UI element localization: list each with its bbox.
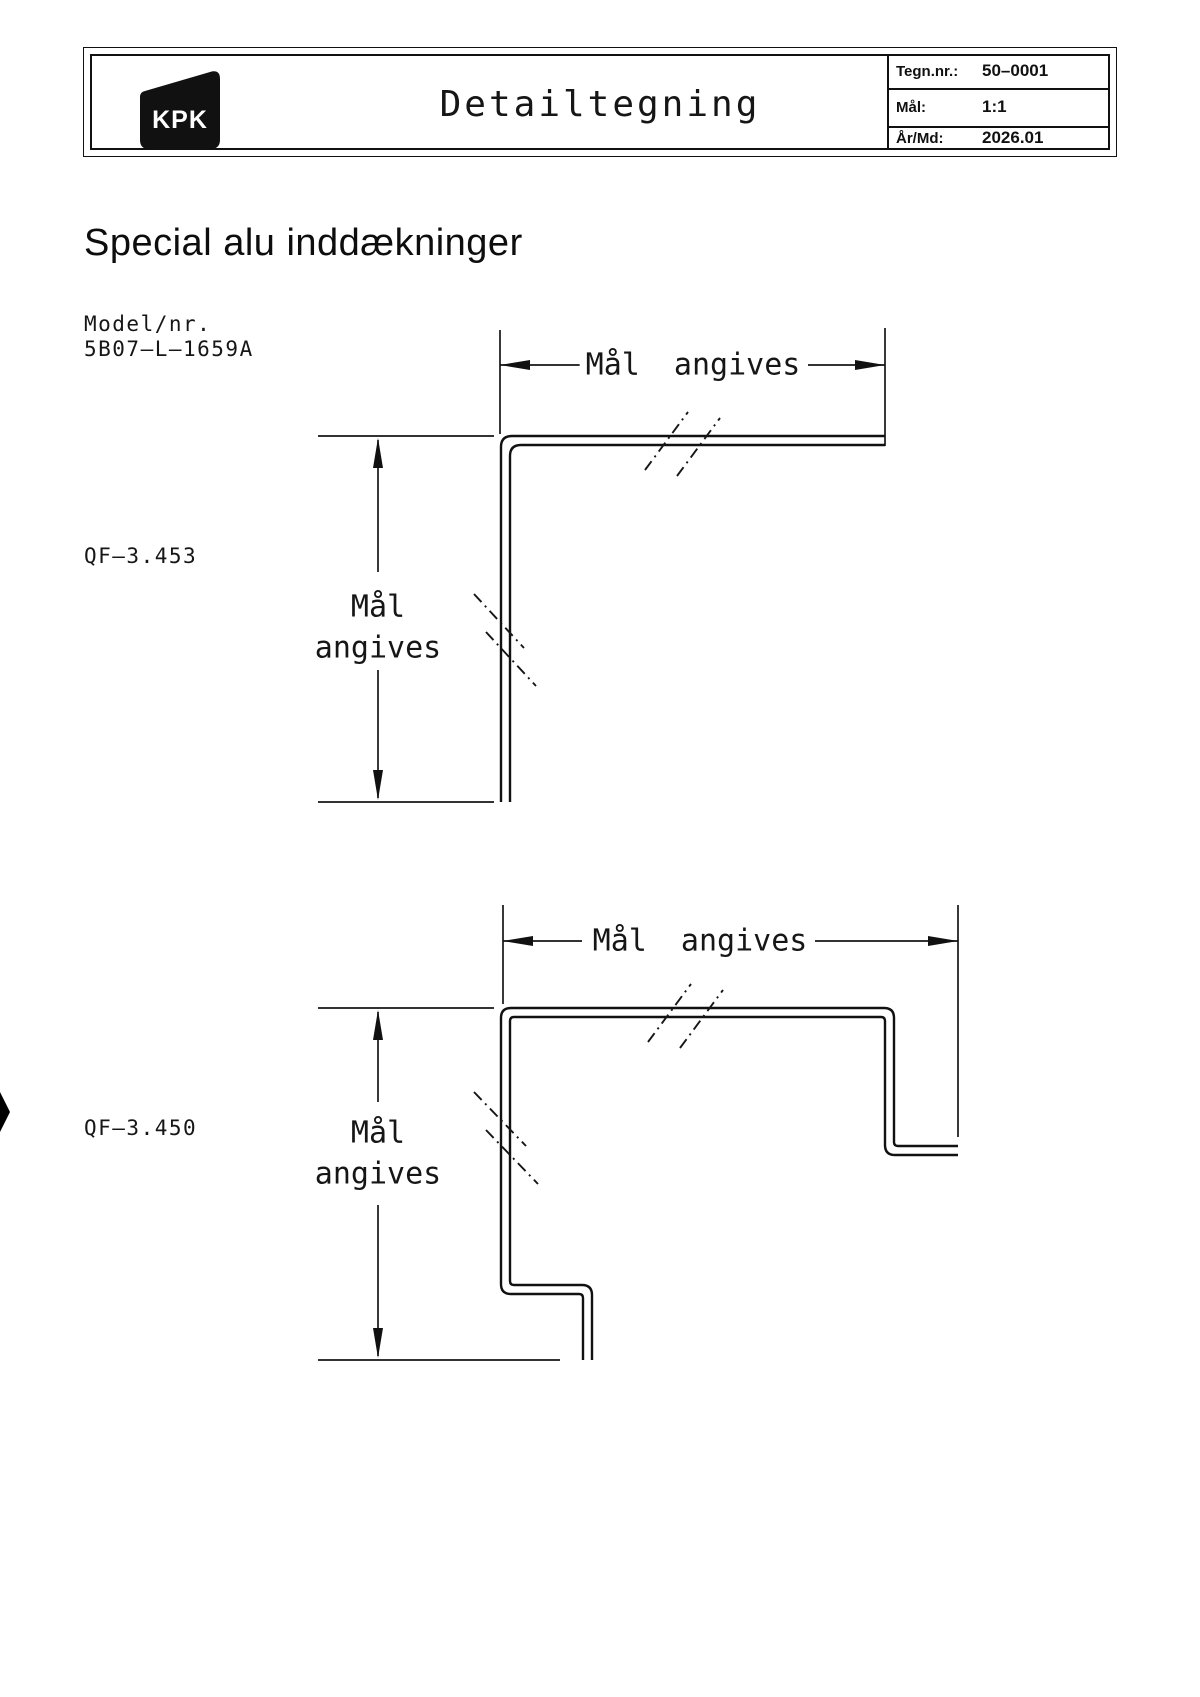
profile-outline [499,1006,958,1360]
date-label: År/Md: [896,129,944,147]
break-mark [676,417,721,477]
titleblock-divider-row1 [887,88,1110,90]
arrowhead-left [500,360,530,370]
document-title: Detailtegning [439,84,761,125]
titleblock-row-date: År/Md: 2026.01 [887,126,1110,150]
scale-value: 1:1 [982,97,1007,116]
arrowhead-up [373,438,383,468]
titleblock-divider-vertical [887,54,889,150]
arrowhead-right [855,360,885,370]
drawing-number-label: Tegn.nr.: [896,62,959,80]
break-mark [644,411,689,471]
profile-outline [499,434,885,802]
height-dimension-label-line1: Mål [344,1115,412,1151]
width-dimension-label: Mål angives [586,923,814,959]
height-dimension-label-line1: Mål [344,589,412,625]
break-mark [679,989,724,1049]
titleblock-divider-row2 [887,126,1110,128]
kpk-logo-text: KPK [152,106,208,134]
width-dimension-label: Mål angives [579,347,807,383]
break-mark [647,983,692,1043]
arrowhead-down [373,770,383,800]
kpk-logo: KPK [140,71,220,149]
page-title: Special alu inddækninger [84,222,523,264]
header-outer-border [83,47,1117,157]
arrowhead-right [928,936,958,946]
height-dimension-label-line2: angives [308,630,448,666]
profile-drawing-qf-3-453 [318,328,886,803]
scan-artifact [0,1092,10,1132]
profile-outline [508,1015,958,1360]
break-mark [473,593,525,649]
profile-code-qf-3-453: QF–3.453 [84,544,198,568]
arrowhead-up [373,1010,383,1040]
date-value: 2026.01 [982,128,1044,147]
model-number: 5B07–L–1659A [84,337,254,361]
scale-label: Mål: [896,98,926,116]
profile-code-qf-3-450: QF–3.450 [84,1116,198,1140]
profile-drawing-qf-3-450 [318,905,959,1361]
height-dimension-label-line2: angives [308,1156,448,1192]
break-mark [473,1091,527,1147]
titleblock-row-scale: Mål: 1:1 [887,88,1110,126]
titleblock-row-drawing-number: Tegn.nr.: 50–0001 [887,54,1110,88]
header-inner-border [90,54,1110,150]
model-label: Model/nr. [84,312,212,336]
arrowhead-left [503,936,533,946]
kpk-logo-shape [140,71,220,149]
break-mark [485,1129,539,1185]
profile-outline [508,443,885,802]
drawing-number-value: 50–0001 [982,61,1049,80]
arrowhead-down [373,1328,383,1358]
